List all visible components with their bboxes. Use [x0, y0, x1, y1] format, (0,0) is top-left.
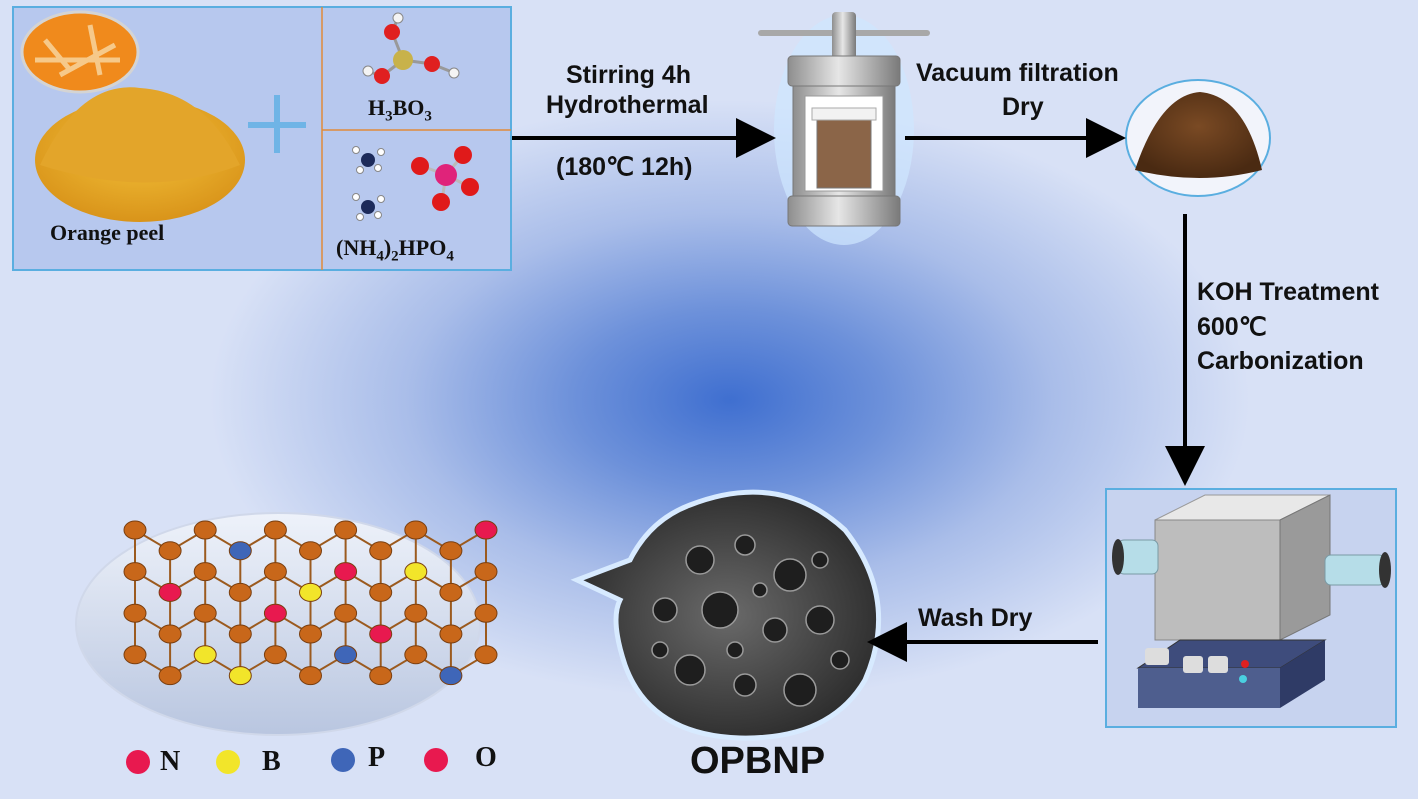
orange-peel-label: Orange peel [50, 220, 165, 245]
lattice-atom [228, 541, 252, 561]
lattice-atom [158, 666, 182, 686]
lattice-atom [158, 624, 182, 644]
step-carbonization-line2: 600℃ [1197, 313, 1267, 341]
step-hydrothermal-line3: (180℃ 12h) [556, 153, 693, 181]
brown-powder-image [1125, 79, 1271, 197]
legend-label-n: N [160, 746, 181, 777]
lattice-atom [334, 603, 358, 623]
lattice-atom [228, 624, 252, 644]
lattice-atom [474, 562, 498, 582]
lattice-atom [439, 666, 463, 686]
legend-dot-o [424, 748, 448, 772]
lattice-atom [474, 520, 498, 540]
legend-dot-p [331, 748, 355, 772]
molecular-structure-oval [75, 512, 498, 736]
step-filtration-line1: Vacuum filtration [916, 59, 1119, 87]
tube-furnace-box [1105, 488, 1397, 728]
step-carbonization-line1: KOH Treatment [1197, 278, 1379, 306]
autoclave-image [758, 12, 930, 245]
lattice-atom [299, 666, 322, 686]
lattice-atom [369, 666, 393, 686]
lattice-atom [193, 603, 217, 623]
lattice-atom [158, 582, 182, 602]
lattice-atom [123, 520, 147, 540]
lattice-atom [123, 562, 147, 582]
legend-dot-n [126, 750, 150, 774]
orange-peel-image [20, 10, 245, 222]
step-hydrothermal-line1: Stirring 4h [566, 61, 692, 89]
legend-label-o: O [475, 742, 497, 773]
legend-dots [126, 748, 448, 774]
lattice-atom [474, 603, 498, 623]
lattice-atom [263, 645, 287, 665]
lattice-atom [299, 582, 322, 602]
lattice-atom [123, 603, 147, 623]
ammonium-phosphate-molecules [352, 146, 479, 221]
ammonium-phosphate-formula: (NH4)2HPO4 [336, 235, 454, 265]
step-filtration-line2: Dry [1002, 93, 1044, 121]
boric-acid-formula: H3BO3 [368, 95, 432, 125]
lattice-atom [369, 541, 393, 561]
lattice-atom [404, 603, 428, 623]
step-hydrothermal-line2: Hydrothermal [546, 91, 709, 119]
lattice-atom [439, 624, 463, 644]
process-arrows [512, 118, 1205, 662]
lattice-atom [228, 666, 252, 686]
lattice-atom [404, 562, 428, 582]
lattice-atom [193, 520, 217, 540]
lattice-atom [404, 520, 428, 540]
boric-acid-molecule [362, 12, 460, 84]
lattice-atom [404, 645, 428, 665]
sem-image-bubble [570, 489, 882, 741]
lattice-atom [369, 582, 393, 602]
lattice-atom [439, 541, 463, 561]
lattice-atom [369, 624, 393, 644]
lattice-atom [193, 645, 217, 665]
lattice-atom [263, 603, 287, 623]
legend-dot-b [216, 750, 240, 774]
lattice-atom [228, 582, 252, 602]
carbon-lattice [123, 520, 498, 686]
lattice-atom [263, 520, 287, 540]
product-label: OPBNP [690, 740, 826, 782]
lattice-atom [193, 562, 217, 582]
lattice-atom [299, 624, 322, 644]
lattice-atom [474, 645, 498, 665]
lattice-atom [263, 562, 287, 582]
lattice-atom [334, 645, 358, 665]
plus-icon [248, 95, 306, 153]
lattice-atom [123, 645, 147, 665]
lattice-atom [334, 520, 358, 540]
lattice-atom [158, 541, 182, 561]
step-washing-label: Wash Dry [918, 604, 1033, 632]
legend-label-p: P [368, 742, 386, 773]
legend-label-b: B [262, 746, 281, 777]
lattice-atom [439, 582, 463, 602]
step-carbonization-line3: Carbonization [1197, 347, 1364, 375]
lattice-atom [334, 562, 358, 582]
lattice-atom [299, 541, 322, 561]
